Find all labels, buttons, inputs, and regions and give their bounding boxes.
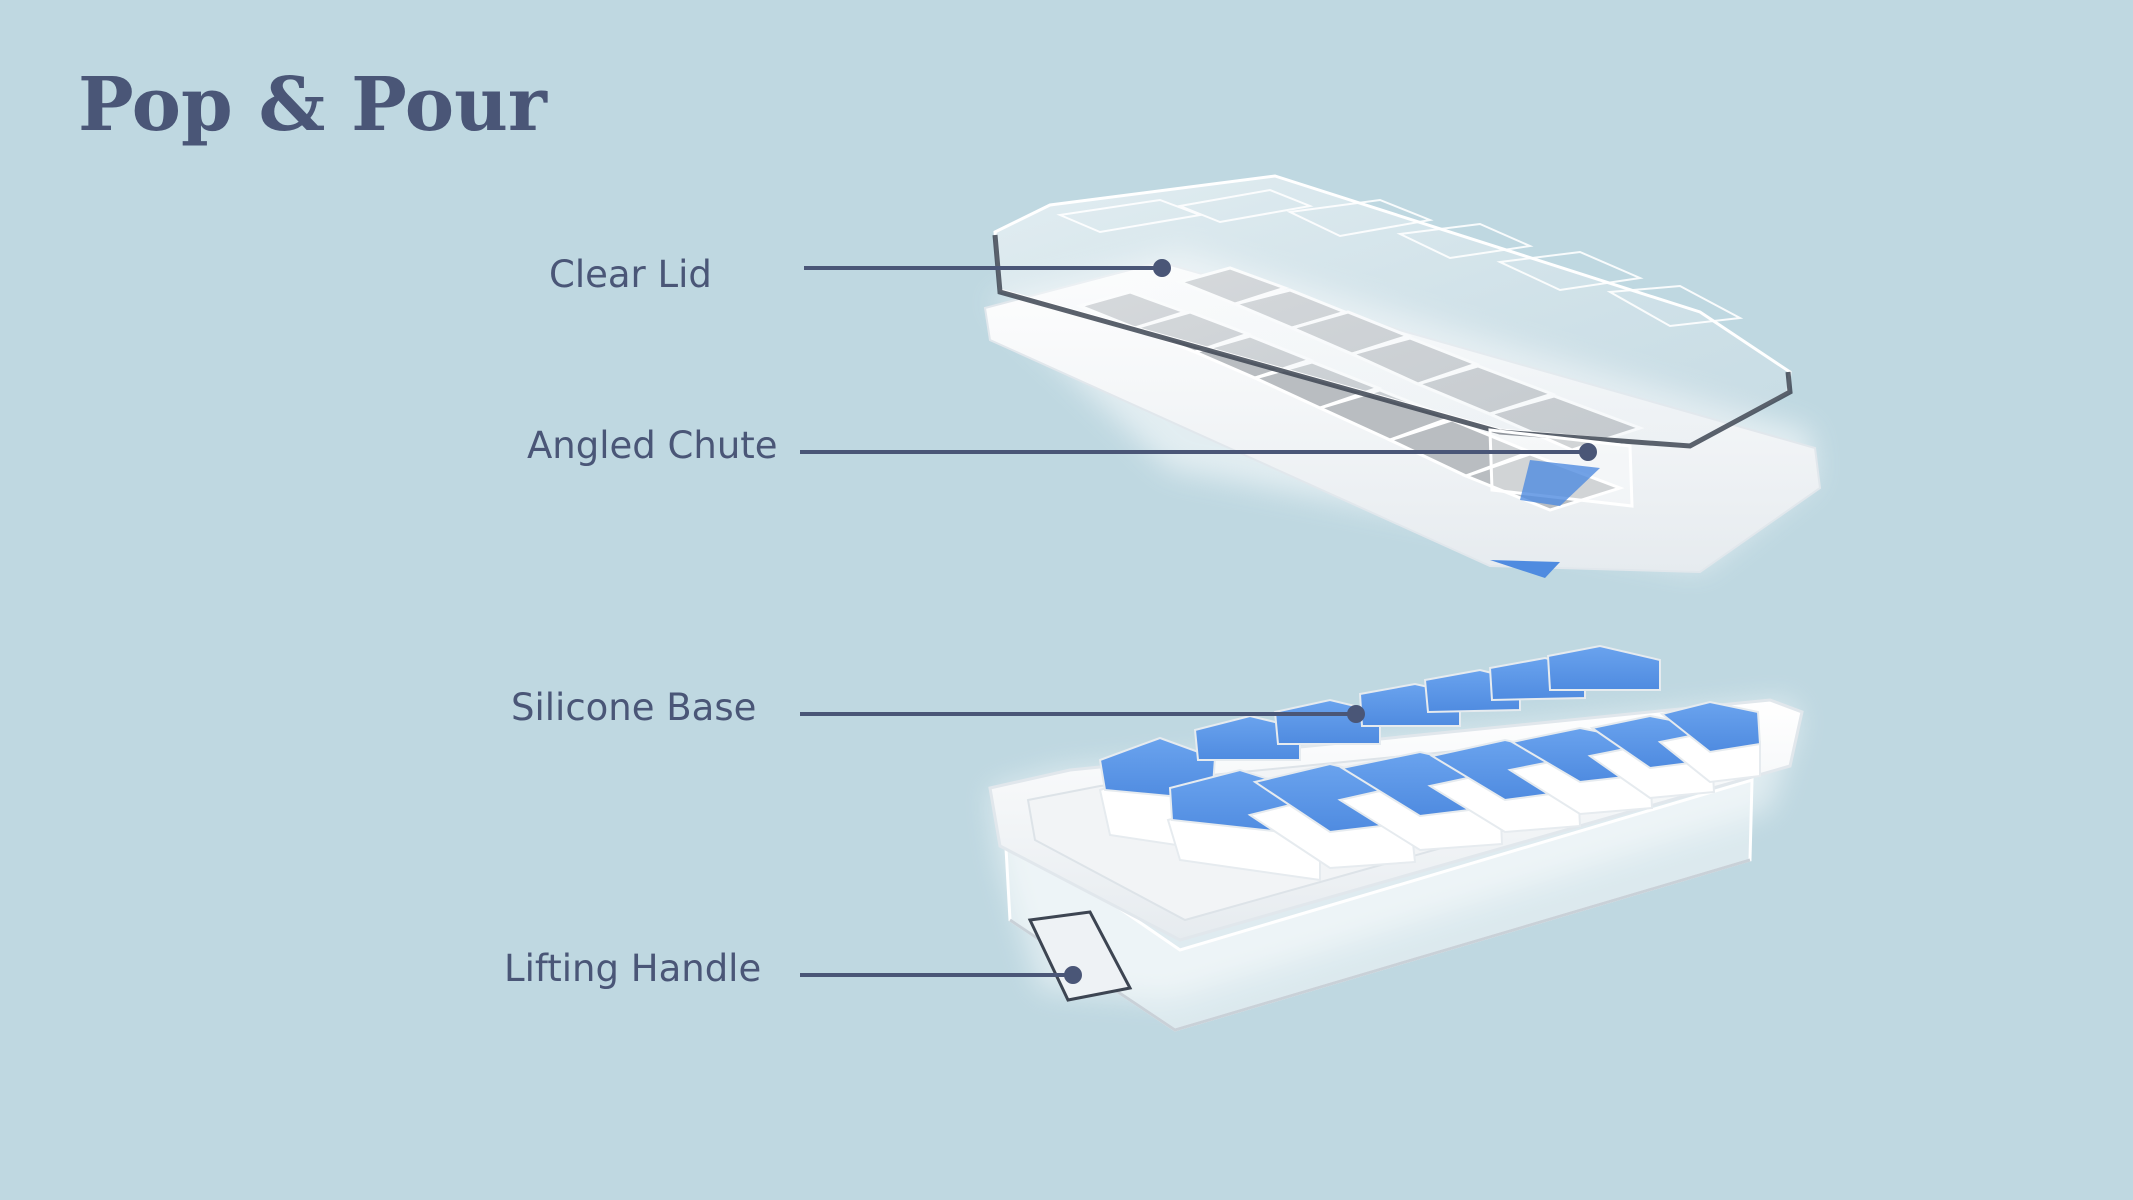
leader-dot-lifting-handle — [1066, 968, 1080, 982]
leader-dot-angled-chute — [1581, 445, 1595, 459]
lid-tray-assembly — [985, 176, 1820, 578]
leader-dot-clear-lid — [1155, 261, 1169, 275]
silicone-base-assembly — [990, 646, 1802, 1030]
leader-dot-silicone-base — [1349, 707, 1363, 721]
